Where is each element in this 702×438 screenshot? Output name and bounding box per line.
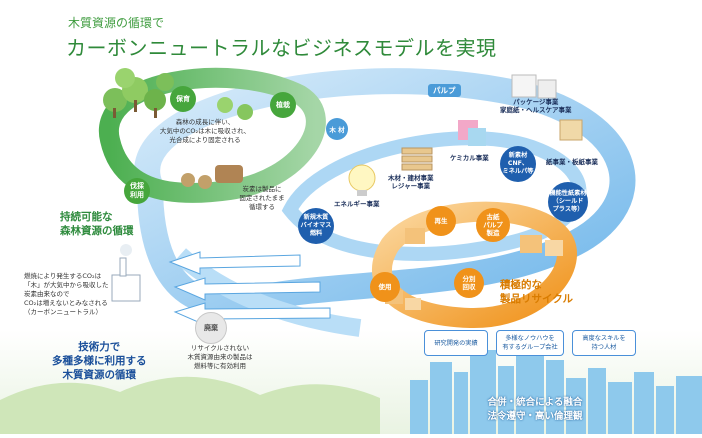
factory-illustration xyxy=(111,244,141,302)
page-subtitle: 木質資源の循環で xyxy=(68,16,165,30)
energy-business-label: エネルギー事業 xyxy=(334,200,380,208)
forest-trees xyxy=(103,68,253,189)
recycle-reuse-stage: 再生 xyxy=(426,206,456,236)
stage-plant: 植栽 xyxy=(270,92,296,118)
page-title: カーボンニュートラルなビジネスモデルを実現 xyxy=(66,36,497,60)
flow-arrows xyxy=(168,251,331,326)
tech-cycle-heading: 技術力で 多種多様に利用する 木質資源の循環 xyxy=(52,341,147,381)
strength-rnd: 研究開発の実績 xyxy=(424,330,488,356)
recycle-use-stage: 使用 xyxy=(370,272,400,302)
waste-label: 廃棄 xyxy=(195,312,227,344)
chemical-business-label: ケミカル事業 xyxy=(450,154,489,162)
carbon-neutral-note: 燃焼により発生するCO₂は 「木」が大気中から吸収した 炭素由来なので CO₂は… xyxy=(24,272,109,316)
pulp-flow-label: パルプ xyxy=(428,84,461,97)
chemical-cube-illustration xyxy=(458,120,486,146)
new-biomass-fuel-badge: 新規木質 バイオマス 燃料 xyxy=(298,208,334,244)
city-skyline xyxy=(410,340,702,434)
carbon-stock-note: 炭素は製品に 固定されたまま 循環する xyxy=(239,185,285,211)
recycle-pulp-stage: 古紙 パルプ 製造 xyxy=(476,208,510,242)
lumber-illustration xyxy=(401,147,433,171)
bottom-banner: 合併・統合による融合 法令遵守・高い倫理観 xyxy=(487,397,583,422)
strength-talent: 高度なスキルを 持つ人材 xyxy=(572,330,636,356)
stage-harvest: 伐採 利用 xyxy=(124,178,150,204)
packaging-business-label: パッケージ事業 家庭紙・ヘルスケア事業 xyxy=(500,98,572,114)
functional-paper-badge: 機能性紙素材 （シールド プラス等） xyxy=(548,182,588,222)
paper-business-label: 紙事業・板紙事業 xyxy=(546,158,598,166)
stage-nurture: 保育 xyxy=(170,86,196,112)
recycle-heading: 積極的な 製品リサイクル xyxy=(500,279,573,305)
light-bulb-illustration xyxy=(348,164,376,196)
forest-cycle-heading: 持続可能な 森林資源の循環 xyxy=(60,211,134,237)
hills xyxy=(0,376,380,434)
building-business-label: 木材・建材事業 レジャー事業 xyxy=(388,174,434,190)
forest-growth-note: 森林の成長に伴い、 大気中のCO₂は木に吸収され、 光合成により固定される xyxy=(159,118,251,144)
strength-group-companies: 多様なノウハウを 有するグループ会社 xyxy=(496,330,564,356)
waste-note: リサイクルされない 木質資源由来の製品は 燃料等に有効利用 xyxy=(187,344,253,370)
package-illustration xyxy=(511,74,583,141)
recycle-collect-stage: 分別 回収 xyxy=(454,268,484,298)
new-material-badge: 新素材 CNF、 ミネルパ等 xyxy=(500,146,536,182)
wood-flow-label: 木 材 xyxy=(326,118,348,140)
